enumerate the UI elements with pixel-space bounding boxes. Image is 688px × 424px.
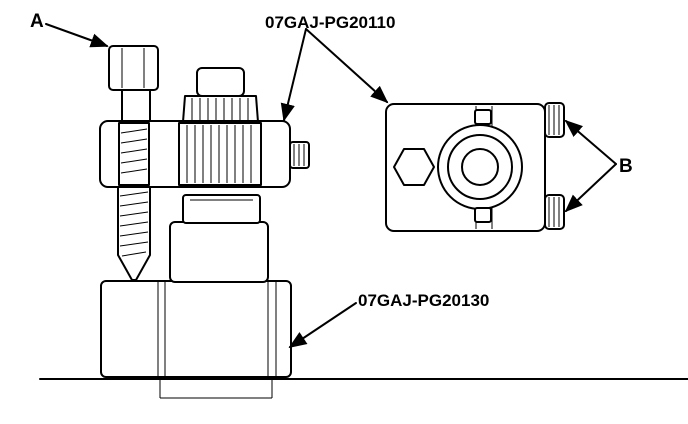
bolt-a (108, 45, 159, 281)
leader-top-left (280, 28, 307, 122)
label-part-bottom: 07GAJ-PG20130 (358, 291, 489, 310)
clamp-bar (99, 120, 310, 188)
callout-b: B (619, 156, 633, 177)
leader-top-right (305, 28, 389, 104)
leader-b-upper (564, 119, 617, 165)
side-view-assembly (99, 45, 310, 399)
lower-body (100, 280, 292, 378)
hex-head (393, 148, 435, 186)
knurled-knob (182, 67, 259, 123)
callout-a: A (30, 11, 44, 32)
label-part-top: 07GAJ-PG20110 (265, 13, 395, 32)
set-screws-b (544, 102, 565, 230)
leader-bottom (288, 302, 357, 348)
middle-body (169, 221, 269, 283)
leader-b-lower (564, 163, 617, 213)
leader-a (45, 23, 109, 48)
top-view-clamp (385, 102, 565, 232)
